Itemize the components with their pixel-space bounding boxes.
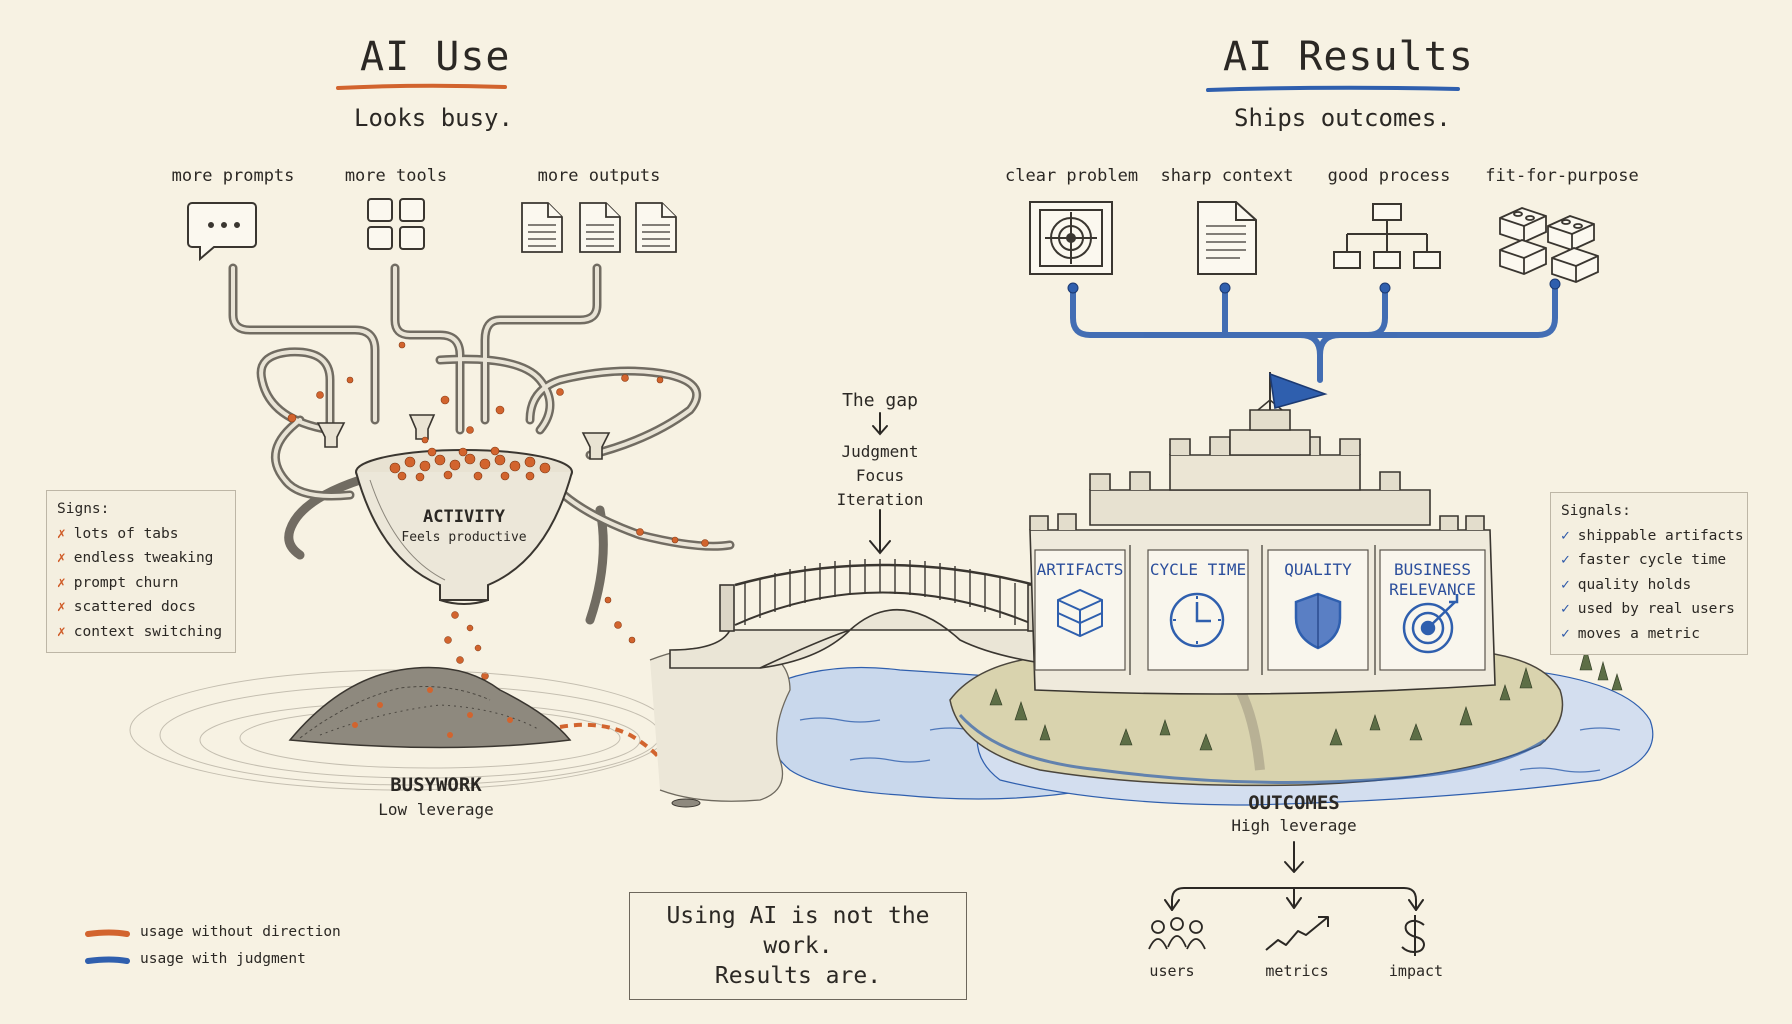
input-label-fit-for-purpose: fit-for-purpose — [1485, 166, 1639, 186]
orange-particles — [287, 341, 709, 644]
signs-title: Signs: — [57, 501, 110, 517]
castle — [1029, 372, 1496, 695]
signal-item: ✓quality holds — [1561, 576, 1692, 593]
legend-item-orange: usage without direction — [140, 924, 341, 940]
tools-grid-icon — [367, 198, 425, 250]
funnel-sublabel: Feels productive — [401, 530, 527, 545]
left-subtitle: Looks busy. — [354, 104, 513, 132]
input-label-good-process: good process — [1327, 166, 1451, 186]
target-icon — [1029, 201, 1113, 275]
x-mark-icon: ✗ — [57, 574, 66, 591]
left-shore — [649, 646, 791, 802]
sign-item: ✗scattered docs — [57, 599, 196, 615]
chat-bubble-icon — [187, 202, 257, 262]
gap-title: The gap — [842, 390, 918, 411]
users-icon — [1148, 917, 1206, 950]
signal-item: ✓faster cycle time — [1561, 552, 1727, 568]
process-tree-icon — [1333, 203, 1441, 269]
x-mark-icon: ✗ — [57, 525, 66, 542]
blue-connectors — [1070, 282, 1558, 383]
banner-business-relevance: BUSINESS RELEVANCE — [1389, 560, 1476, 599]
right-subtitle: Ships outcomes. — [1234, 104, 1451, 132]
connector-nodes — [1067, 278, 1561, 294]
impact-label-metrics: metrics — [1265, 962, 1329, 980]
bullseye-icon — [1402, 594, 1459, 654]
input-label-sharp-context: sharp context — [1160, 166, 1294, 186]
sign-item: ✗context switching — [57, 623, 223, 640]
signal-item: ✓shippable artifacts — [1561, 527, 1744, 544]
small-funnels — [316, 414, 611, 460]
lego-blocks-icon — [1499, 207, 1599, 283]
bridge — [669, 559, 1081, 669]
activity-funnel — [355, 446, 573, 605]
signal-item: ✓moves a metric — [1561, 625, 1700, 642]
check-icon: ✓ — [1561, 601, 1570, 617]
busywork-sublabel: Low leverage — [378, 800, 494, 819]
funnel-label: ACTIVITY — [423, 507, 505, 527]
banner-cycle-time: CYCLE TIME — [1149, 560, 1247, 579]
banner-artifacts: ARTIFACTS — [1036, 560, 1124, 579]
gap-item-focus: Focus — [855, 466, 905, 485]
signs-panel: Signs: ✗lots of tabs ✗endless tweaking ✗… — [46, 490, 236, 653]
sign-item: ✗lots of tabs — [57, 525, 179, 542]
right-title: AI Results — [1223, 34, 1474, 80]
banner-quality: QUALITY — [1284, 560, 1352, 579]
x-mark-icon: ✗ — [57, 623, 66, 640]
quote-line-1: Using AI is not the work. — [666, 903, 930, 959]
x-mark-icon: ✗ — [57, 550, 66, 566]
gap-item-judgment: Judgment — [841, 442, 919, 461]
outcomes-label: OUTCOMES — [1248, 792, 1340, 814]
left-title: AI Use — [360, 34, 511, 80]
dollar-icon — [1401, 915, 1426, 956]
shield-icon — [1294, 592, 1342, 650]
outcomes-sublabel: High leverage — [1231, 816, 1357, 835]
input-label-clear-problem: clear problem — [1005, 166, 1139, 186]
legend-swatch-orange — [85, 929, 130, 937]
dripping-trail — [559, 722, 684, 791]
impact-label-users: users — [1149, 962, 1195, 980]
metrics-trend-icon — [1265, 916, 1329, 951]
documents-icon — [521, 202, 677, 253]
check-icon: ✓ — [1561, 552, 1570, 568]
right-title-underline — [1206, 85, 1460, 92]
impact-label-impact: impact — [1388, 962, 1444, 980]
cube-icon — [1057, 588, 1103, 638]
busywork-pile — [288, 666, 572, 749]
legend-item-blue: usage with judgment — [140, 951, 306, 967]
input-label-prompts: more prompts — [171, 166, 295, 186]
outcome-arrows — [1164, 841, 1424, 911]
gap-item-iteration: Iteration — [836, 490, 924, 509]
check-icon: ✓ — [1561, 527, 1570, 544]
sign-item: ✗endless tweaking — [57, 550, 214, 566]
legend-swatch-blue — [85, 956, 130, 964]
check-icon: ✓ — [1561, 576, 1570, 593]
input-label-outputs: more outputs — [537, 166, 661, 186]
document-icon — [1197, 201, 1257, 275]
sign-item: ✗prompt churn — [57, 574, 179, 591]
quote-line-2: Results are. — [714, 963, 882, 989]
clock-icon — [1169, 592, 1225, 648]
signals-panel: Signals: ✓shippable artifacts ✓faster cy… — [1550, 492, 1748, 655]
gap-arrows — [869, 412, 891, 555]
pipe-highlights — [231, 266, 732, 549]
signal-item: ✓used by real users — [1561, 601, 1735, 617]
x-mark-icon: ✗ — [57, 599, 66, 615]
drip-puddle — [671, 798, 701, 808]
check-icon: ✓ — [1561, 625, 1570, 642]
quote-box: Using AI is not the work. Results are. — [629, 892, 967, 1000]
left-title-underline — [336, 83, 507, 90]
signals-title: Signals: — [1561, 503, 1631, 519]
input-label-tools: more tools — [344, 166, 448, 186]
busywork-label: BUSYWORK — [390, 774, 482, 796]
trees — [989, 646, 1623, 751]
